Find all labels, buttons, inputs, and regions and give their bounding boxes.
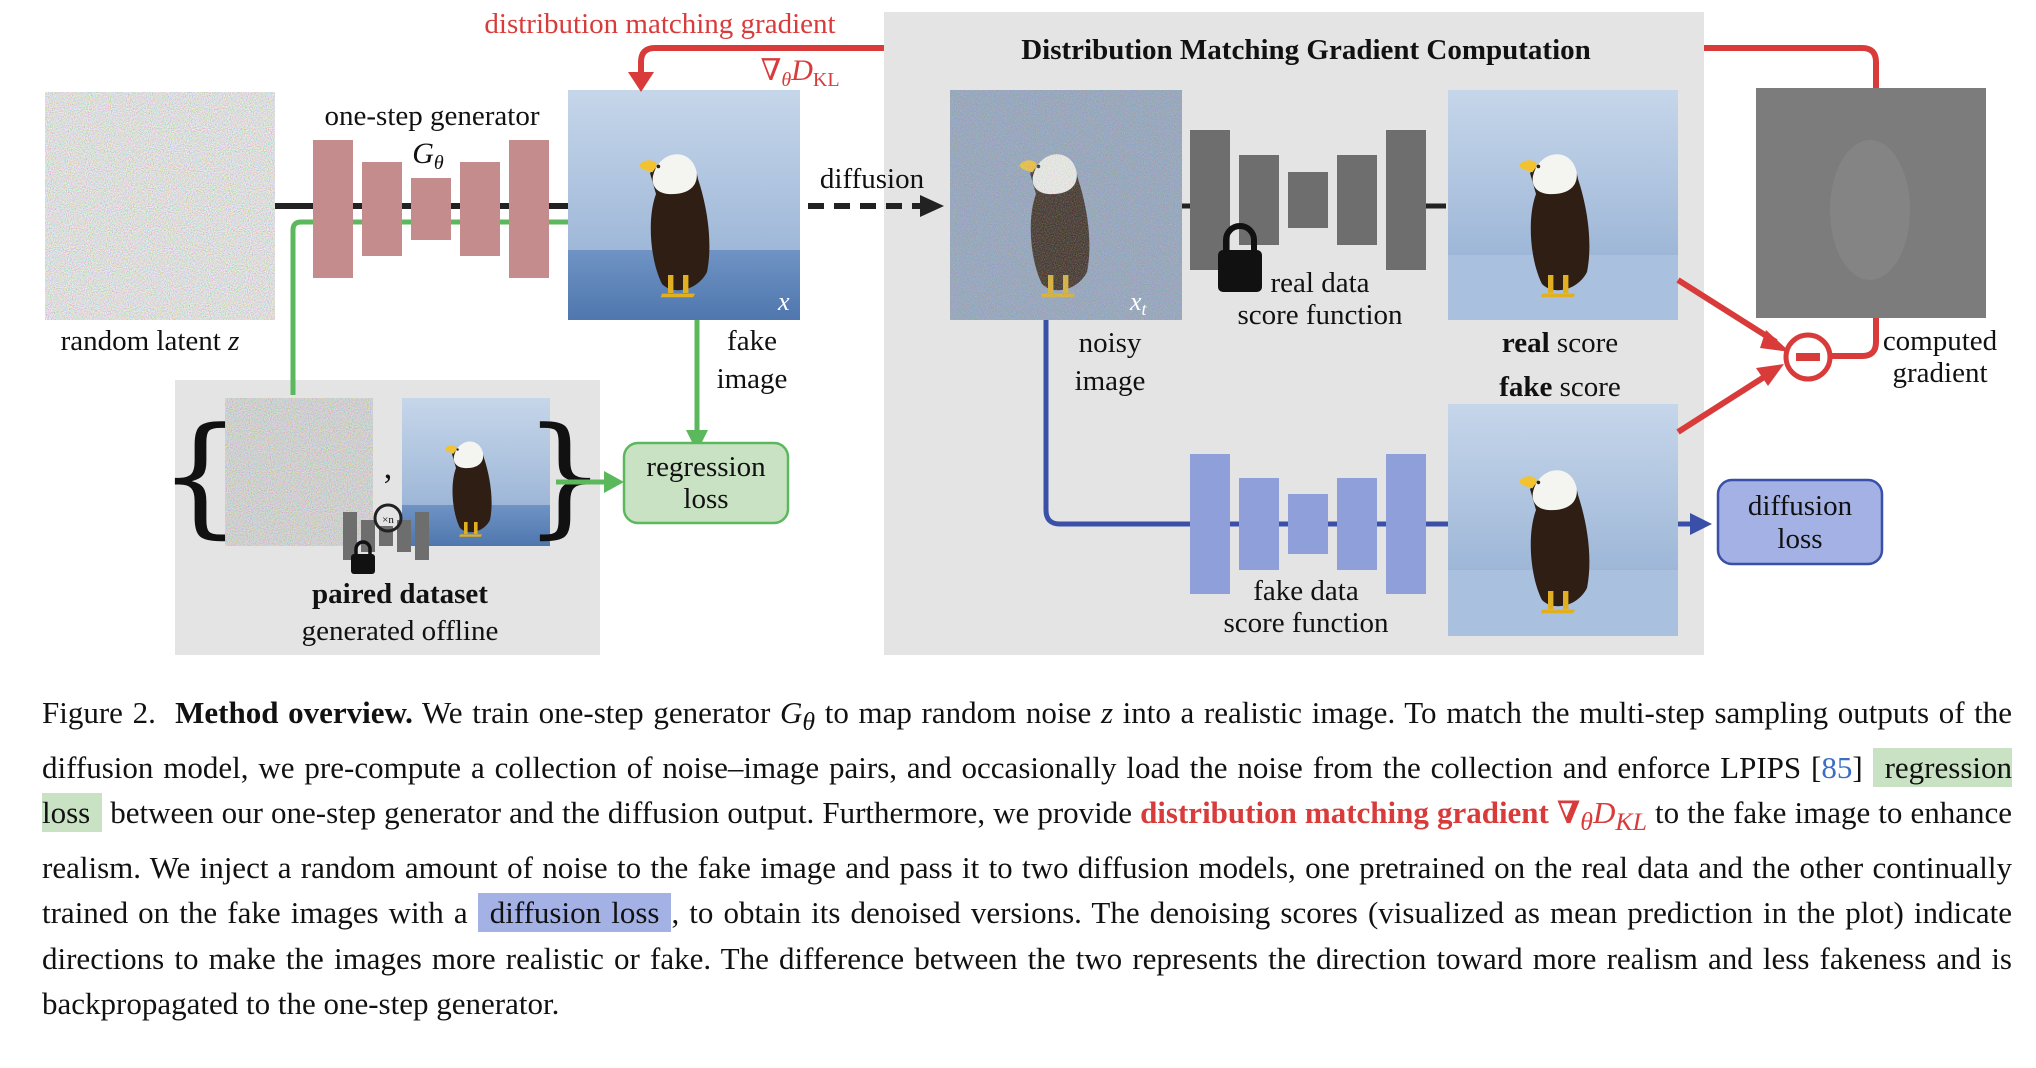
- caption-dkl: D: [1592, 795, 1616, 831]
- fake-fn-label: fake data: [1253, 575, 1359, 607]
- random-latent-image: [45, 92, 275, 320]
- caption-t7: , to obtain its denoised versions. The d…: [42, 895, 2012, 1022]
- fake-image-x: x: [777, 287, 790, 316]
- caption-diffusion-loss-highlight: diffusion loss: [477, 893, 672, 933]
- caption-z: z: [1100, 695, 1114, 730]
- fake-image-label-2: image: [717, 363, 788, 395]
- fake-score-image: [1448, 404, 1678, 636]
- diffusion-loss-box: [1716, 478, 1884, 566]
- real-fn-label: real data: [1270, 267, 1369, 299]
- diffusion-loss-label: diffusion: [1748, 490, 1853, 522]
- regression-loss-box: [622, 441, 790, 525]
- method-overview-diagram: random latent z one-step generator Gθ x …: [45, 8, 1998, 655]
- caption-citation-link[interactable]: 85: [1821, 749, 1853, 785]
- generator-symbol: Gθ: [412, 137, 444, 174]
- dmg-label: distribution matching gradient: [484, 8, 835, 40]
- regression-loss-label: regression: [646, 451, 766, 483]
- caption-dmg: distribution matching gradient: [1140, 795, 1549, 831]
- repeat-icon: ×n: [373, 503, 403, 533]
- diffusion-loss-label-2: loss: [1777, 523, 1822, 555]
- blue-fake-path: [1043, 320, 1448, 527]
- svg-text:×n: ×n: [382, 514, 394, 526]
- noisy-xt: xt: [1129, 287, 1148, 319]
- fake-score-unet: [1190, 454, 1426, 594]
- caption-t5: between our one-step generator and the d…: [102, 795, 1141, 831]
- noisy-image: [950, 90, 1182, 320]
- paired-dataset-label: paired dataset: [312, 578, 488, 610]
- caption-t2: to map random noise: [815, 695, 1101, 730]
- caption-g: G: [780, 695, 803, 730]
- real-score-unet: [1190, 130, 1426, 270]
- caption-fig: Figure 2.: [42, 695, 156, 730]
- caption-title: Method overview.: [175, 695, 413, 730]
- figure-caption: Figure 2. Method overview. We train one-…: [42, 690, 2012, 1027]
- pair-comma: ,: [384, 449, 393, 486]
- paired-lock-icon: [351, 540, 375, 574]
- caption-dkl-sub: KL: [1615, 807, 1647, 837]
- real-score-image: [1448, 90, 1678, 320]
- dmg-box-title: Distribution Matching Gradient Computati…: [1021, 34, 1591, 66]
- regression-loss-label-2: loss: [683, 483, 728, 515]
- caption-t1: We train one-step generator: [412, 695, 781, 730]
- one-step-generator: [313, 140, 549, 278]
- dmg-arrow: [638, 45, 884, 78]
- caption-t4: ]: [1852, 749, 1873, 785]
- green-regression-path: [290, 219, 568, 395]
- dmg-symbol: ∇θDKL: [760, 54, 839, 91]
- real-lock-icon: [1218, 223, 1262, 292]
- fake-image-label: fake: [727, 325, 777, 357]
- noisy-label-2: image: [1075, 365, 1146, 397]
- fake-score-label: fake score: [1499, 371, 1621, 403]
- caption-nabla: ∇: [1548, 795, 1581, 831]
- caption-g-sub: θ: [802, 707, 816, 737]
- computed-gradient-label: computed: [1883, 325, 1998, 357]
- random-latent-label: random latent z: [61, 325, 240, 357]
- caption-t6: to the fake image to enhance realism. We…: [42, 795, 2012, 931]
- caption-paragraph: Figure 2. Method overview. We train one-…: [42, 690, 2012, 1027]
- real-score-label: real score: [1502, 327, 1618, 359]
- real-fn-label-2: score function: [1237, 299, 1403, 331]
- diffusion-label: diffusion: [820, 163, 925, 195]
- paired-dataset-label-2: generated offline: [302, 615, 499, 647]
- computed-gradient-label-2: gradient: [1892, 357, 1987, 389]
- noisy-label: noisy: [1079, 327, 1142, 359]
- fake-fn-label-2: score function: [1223, 607, 1389, 639]
- right-brace: }: [524, 399, 607, 551]
- fake-image: [568, 90, 800, 320]
- caption-nabla-sub: θ: [1580, 807, 1593, 837]
- caption-t3: into a realistic image. To match the mul…: [42, 695, 2013, 785]
- minus-icon: [1783, 332, 1833, 382]
- generator-label: one-step generator: [325, 100, 540, 132]
